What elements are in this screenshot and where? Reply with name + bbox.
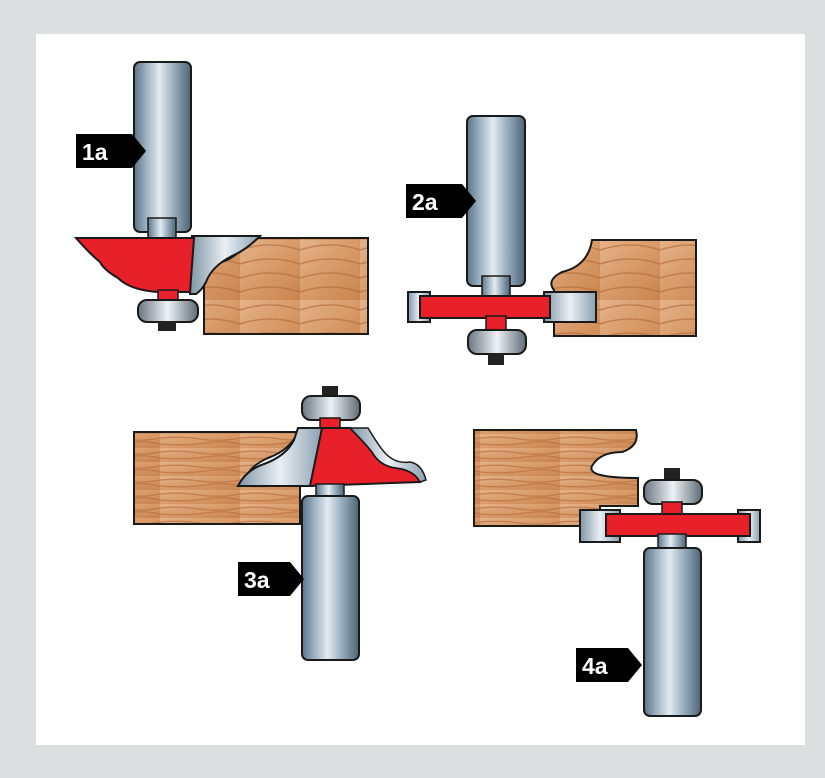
label-2a: 2a (412, 189, 438, 215)
diagram-3a: 3a (133, 386, 427, 661)
cutter-body-1a (73, 237, 196, 293)
label-tag-4a: 4a (576, 648, 642, 682)
label-1a: 1a (82, 139, 108, 165)
shank-neck-1a (147, 217, 177, 239)
label-tag-1a: 1a (76, 134, 146, 168)
bolt-4a (664, 468, 680, 482)
carbide-tip-3a (236, 427, 324, 487)
bolt-2a (488, 353, 504, 365)
bolt-1a (158, 321, 176, 331)
cutter-body-4a (605, 513, 751, 537)
bearing-3a (301, 395, 361, 421)
shank-3a (301, 495, 360, 661)
diagram-4a: 4a (473, 429, 761, 717)
shank-4a (643, 547, 702, 717)
carbide-tip-right-3a (348, 427, 427, 483)
carbide-tip-right-2a (543, 291, 597, 323)
diagram-2a: 2a (406, 115, 697, 365)
label-tag-3a: 3a (238, 562, 304, 596)
diagram-1a: 1a (73, 61, 369, 335)
cutter-body-2a (419, 295, 551, 319)
carbide-tip-1a (188, 235, 263, 295)
label-tag-2a: 2a (406, 184, 476, 218)
wood-board-4a (473, 429, 639, 527)
bearing-4a (643, 479, 703, 505)
bearing-2a (467, 329, 527, 355)
bearing-1a (137, 299, 199, 323)
shank-neck-2a (481, 275, 511, 297)
label-4a: 4a (582, 653, 608, 679)
label-3a: 3a (244, 567, 270, 593)
